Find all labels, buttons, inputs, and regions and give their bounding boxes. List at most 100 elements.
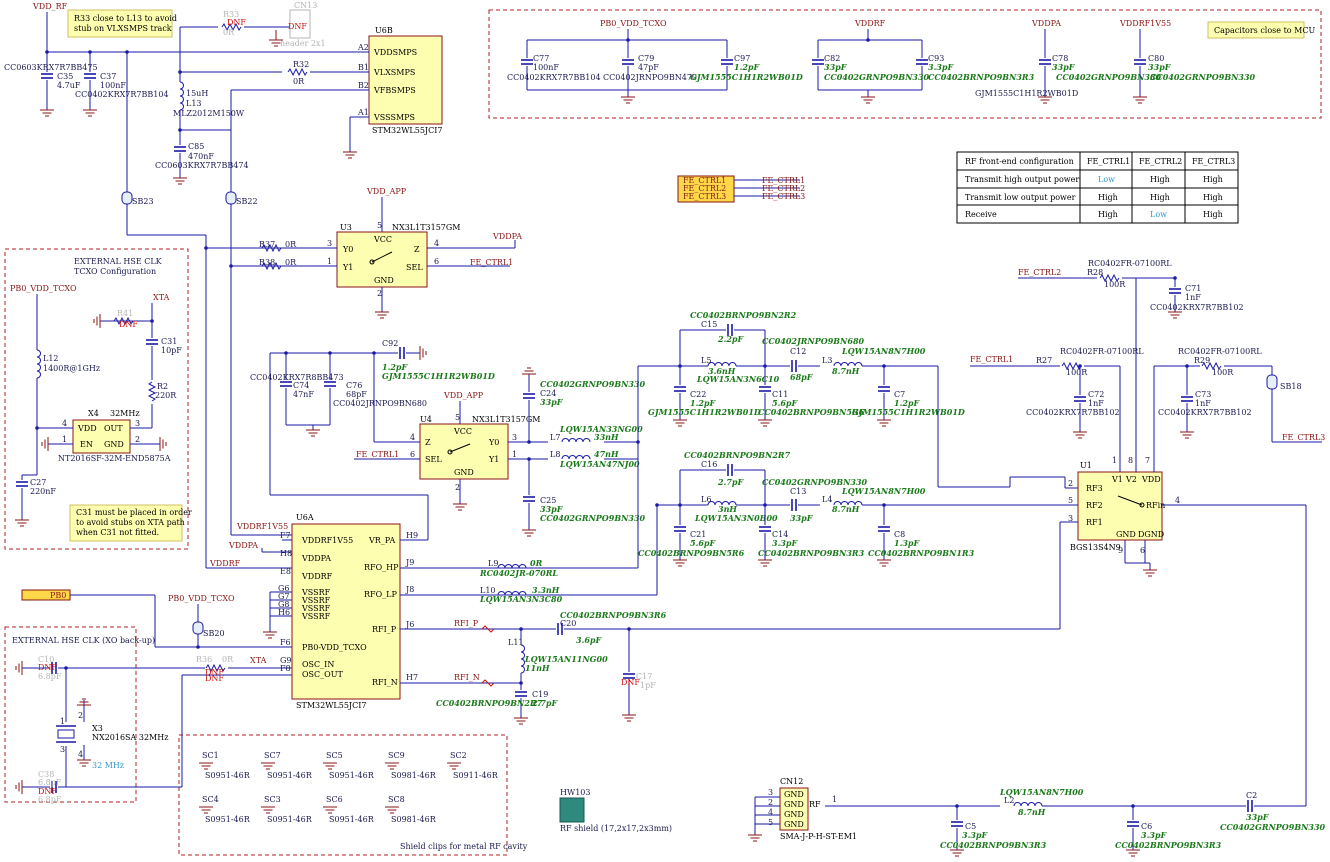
- label-u1-rf3: RF3: [1086, 484, 1103, 493]
- label-hw103-ref: HW103: [560, 788, 590, 797]
- label-u1-gnd: GND: [1116, 530, 1136, 539]
- label-x4-ref: X4: [88, 409, 99, 418]
- label-u3-p2: 2: [377, 289, 382, 298]
- label-nets-xta: XTA: [153, 293, 170, 302]
- label-nets-vddrf: VDDRF: [209, 559, 241, 568]
- label-u4-y0: Y0: [488, 438, 499, 447]
- label-u1-p2: 2: [1068, 479, 1073, 488]
- label-shield-clips-0-part: S0951-46R: [205, 771, 251, 780]
- label-components-c71-ref: C71: [1185, 284, 1201, 293]
- label-u6a-left-pins-2-name: VDDRF: [301, 572, 333, 581]
- label-components-l12-ref: L12: [43, 354, 59, 363]
- label-components-c2-val: 33pF: [1246, 812, 1270, 822]
- label-u3-p6: 6: [434, 257, 439, 266]
- label-components-gjm-extra: GJM1555C1H1R2WB01D: [975, 89, 1078, 98]
- label-components-c77-part: CC0402KRX7R7BB104: [507, 73, 601, 82]
- label-u4-sel: SEL: [425, 455, 442, 464]
- label-components-l13-ref: L13: [186, 99, 202, 108]
- label-components-c85-val: 470nF: [188, 152, 214, 161]
- label-u6a-left-pins-8-num: G9: [280, 656, 291, 665]
- label-components-c31-val: 10pF: [161, 346, 182, 355]
- label-components-l2-val: 8.7nH: [1018, 807, 1046, 817]
- label-sections-hse-xo-title: EXTERNAL HSE CLK (XO back-up): [12, 636, 155, 645]
- label-x4-p3: 3: [135, 419, 140, 428]
- label-cn12-pin-nums-0: 3: [768, 788, 773, 797]
- label-components-l7-ref: L7: [550, 433, 560, 442]
- label-components-c15-ref: C15: [701, 320, 717, 329]
- r33-note: R33 close to L13 to avoid stub on VLXSMP…: [67, 9, 177, 38]
- label-u6a-left-pins-2-num: E8: [280, 567, 291, 576]
- label-cn12-pins-3: GND: [784, 820, 804, 829]
- label-components-r32-ref: R32: [293, 60, 309, 69]
- label-cn13-ref: CN13: [294, 1, 317, 10]
- label-components-l2-part: LQW15AN8N7H00: [999, 787, 1084, 797]
- label-u1-p7: 7: [1145, 456, 1150, 465]
- label-components-c38-ref: C38: [38, 770, 54, 779]
- label-components-c97-ref: C97: [734, 54, 750, 63]
- label-x3-freq: 32 MHz: [92, 761, 124, 770]
- label-solder-bridges-sb23: SB23: [132, 197, 154, 206]
- label-fe-table-rows-1-v-1: High: [1150, 193, 1170, 202]
- label-components-c80-ref: C80: [1148, 54, 1164, 63]
- label-components-c37-ref: C37: [100, 72, 116, 81]
- label-fe-table-rows-1-label: Transmit low output power: [965, 193, 1076, 202]
- label-x4-freq: 32MHz: [110, 409, 140, 418]
- label-u6b-pins-1-num: B1: [358, 63, 369, 72]
- label-components-c93-ref: C93: [928, 54, 944, 63]
- label-components-c76-val: 68pF: [346, 390, 367, 399]
- label-shield-clips-0-ref: SC1: [202, 751, 219, 760]
- label-u6b-ref: U6B: [375, 26, 393, 35]
- label-components-r2-ref: R2: [157, 382, 168, 391]
- label-components-c11-val: 5.6pF: [772, 398, 799, 408]
- label-fe-table-rows-0-v-0: Low: [1098, 175, 1115, 184]
- label-shield-clips-8-part: S0981-46R: [391, 815, 437, 824]
- label-cn12-pins-0: GND: [784, 790, 804, 799]
- label-components-c6-val: 3.3pF: [1141, 830, 1168, 840]
- label-u4-z: Z: [425, 438, 431, 447]
- label-fe-table-rows-1-v-0: High: [1098, 193, 1118, 202]
- label-components-c72-val: 1nF: [1088, 399, 1104, 408]
- label-components-c21-val: 5.6pF: [690, 538, 717, 548]
- u1-block: [1077, 471, 1163, 541]
- label-u1-p3: 3: [1068, 514, 1073, 523]
- label-u4-ref: U4: [420, 415, 432, 424]
- label-components-c17-val: 1pF: [640, 681, 656, 690]
- label-x3-p4: 4: [78, 750, 83, 759]
- u6b-block: [368, 35, 443, 125]
- label-u6b-part: STM32WL55JCI7: [372, 126, 442, 135]
- label-components-r36-dnf: DNF: [205, 674, 224, 683]
- label-components-r33-ref: R33: [223, 10, 239, 19]
- label-components-l10-part: LQW15AN3N3C80: [479, 594, 563, 604]
- label-x4-out: OUT: [104, 424, 123, 433]
- label-fe-table-rows-2-label: Receive: [965, 210, 997, 219]
- label-components-c37-part: CC0402KRX7R7BB104: [75, 90, 169, 99]
- label-components-l11-part: LQW15AN11NG00: [524, 654, 608, 664]
- label-u1-p1: 1: [1112, 456, 1117, 465]
- label-u6a-left-pins-9-name: OSC_OUT: [302, 670, 343, 679]
- label-x4-p4: 4: [62, 419, 67, 428]
- label-shield-clips-5-ref: SC4: [202, 795, 219, 804]
- label-components-c16-part: CC0402BRNPO9BN2R7: [684, 450, 791, 460]
- label-components-c82-val: 33pF: [824, 62, 848, 72]
- label-components-r2-val: 220R: [155, 391, 177, 400]
- label-x3-p1: 1: [60, 717, 65, 726]
- label-u6a-right-pins-0-num: H9: [406, 531, 418, 540]
- label-components-c73-val: 1nF: [1195, 399, 1211, 408]
- label-shield-clips-7-ref: SC6: [326, 795, 343, 804]
- label-components-r36-ref: R36: [196, 655, 212, 664]
- label-u4-p5: 5: [455, 413, 460, 422]
- label-u6b-pins-3-num: A1: [357, 108, 369, 117]
- label-u6a-left-pins-0-num: F7: [280, 531, 291, 540]
- label-hw103-desc: RF shield (17,2x17,2x3mm): [560, 824, 672, 833]
- label-u6b-pins-1-name: VLXSMPS: [373, 68, 415, 77]
- label-components-l6-ref: L6: [701, 495, 711, 504]
- label-components-l5-part: LQW15AN3N6C10: [696, 374, 780, 384]
- label-components-l4-ref: L4: [822, 495, 832, 504]
- label-fe-table-headers-3: FE_CTRL3: [1192, 157, 1235, 166]
- label-components-c20-val: 3.6pF: [576, 635, 603, 645]
- label-components-c15-part: CC0402BRNPO9BN2R2: [690, 310, 797, 320]
- label-components-c8-ref: C8: [894, 530, 905, 539]
